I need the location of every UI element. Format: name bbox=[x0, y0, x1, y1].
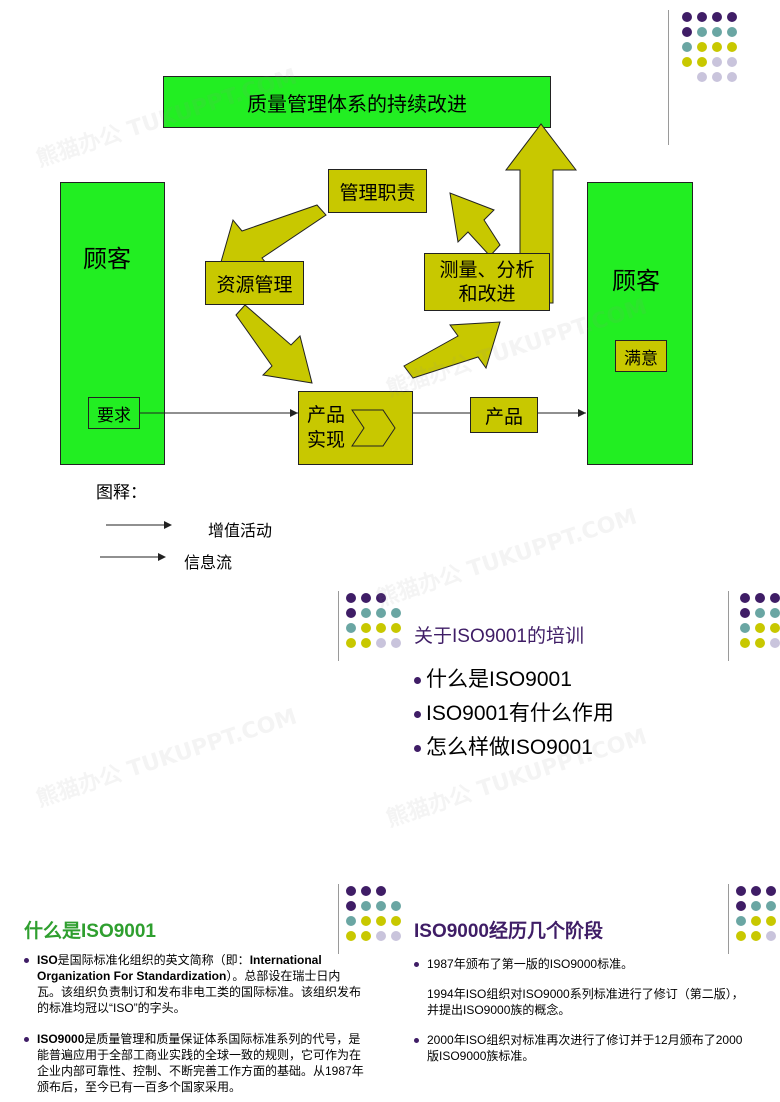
bullet-icon bbox=[414, 1038, 419, 1043]
legend-info-label: 信息流 bbox=[184, 553, 233, 572]
bullet-icon bbox=[24, 1037, 29, 1042]
paragraph: ISO是国际标准化组织的英文简称（即：International Organiz… bbox=[24, 952, 364, 1016]
decor-dots-mid-right bbox=[740, 593, 780, 648]
customer-left-label: 顾客 bbox=[83, 245, 131, 273]
decor-line-bottom-left bbox=[338, 884, 339, 954]
stages-title: ISO9000经历几个阶段 bbox=[414, 921, 603, 942]
decor-dots-top bbox=[682, 12, 737, 82]
product-label: 产品 bbox=[484, 405, 523, 428]
training-title: 关于ISO9001的培训 bbox=[414, 626, 584, 647]
resource-box: 资源管理 bbox=[205, 261, 304, 305]
resource-label: 资源管理 bbox=[216, 273, 293, 296]
customer-right-label: 顾客 bbox=[612, 267, 660, 295]
decor-dots-bottom-left bbox=[346, 886, 401, 941]
paragraph: 2000年ISO组织对标准再次进行了修订并于12月颁布了2000版ISO9000… bbox=[414, 1032, 750, 1064]
arrow-to-measure-icon bbox=[403, 321, 501, 379]
decor-dots-mid-left bbox=[346, 593, 401, 648]
requirement-box: 要求 bbox=[88, 397, 140, 429]
realization-label-2: 实现 bbox=[307, 429, 346, 451]
measure-label-1: 测量、分析 bbox=[439, 259, 535, 281]
management-label: 管理职责 bbox=[339, 181, 416, 204]
arrow-to-resource-icon bbox=[220, 204, 327, 269]
management-box: 管理职责 bbox=[328, 169, 427, 213]
decor-line-mid-right bbox=[728, 591, 729, 661]
training-list: 什么是ISO9001 ISO9001有什么作用 怎么样做ISO9001 bbox=[414, 663, 614, 765]
legend-title: 图释： bbox=[96, 483, 147, 503]
legend-value-label: 增值活动 bbox=[208, 521, 273, 540]
decor-dots-bottom-right bbox=[736, 886, 776, 941]
list-item: 怎么样做ISO9001 bbox=[414, 731, 614, 765]
arrow-to-management-icon bbox=[449, 192, 501, 257]
decor-line-bottom-right bbox=[728, 884, 729, 954]
what-is-body: ISO是国际标准化组织的英文简称（即：International Organiz… bbox=[24, 952, 364, 1095]
measure-box: 测量、分析 和改进 bbox=[424, 253, 550, 311]
product-box: 产品 bbox=[470, 397, 538, 433]
slide-stages: ISO9000经历几个阶段 1987年颁布了第一版的ISO9000标准。 199… bbox=[390, 878, 780, 1102]
decor-line-top bbox=[668, 10, 669, 145]
realization-label-1: 产品 bbox=[307, 404, 346, 426]
legend-info-arrow-icon bbox=[100, 553, 166, 561]
satisfaction-box: 满意 bbox=[615, 340, 667, 372]
decor-line-mid-left bbox=[338, 591, 339, 661]
list-item: 什么是ISO9001 bbox=[414, 663, 614, 697]
bullet-icon bbox=[414, 676, 421, 684]
slide-diagram: 质量管理体系的持续改进 顾客 要求 顾客 满意 管理职责 bbox=[60, 10, 737, 572]
diagram-title-box: 质量管理体系的持续改进 bbox=[163, 76, 551, 128]
list-item: ISO9001有什么作用 bbox=[414, 697, 614, 731]
slide-training: 关于ISO9001的培训 什么是ISO9001 ISO9001有什么作用 怎么样… bbox=[0, 585, 780, 875]
legend-value-arrow-icon bbox=[106, 521, 172, 529]
bullet-icon bbox=[414, 962, 419, 967]
satisfaction-label: 满意 bbox=[624, 348, 658, 369]
bullet-icon bbox=[24, 958, 29, 963]
process-arrows bbox=[140, 123, 586, 417]
measure-label-2: 和改进 bbox=[458, 283, 516, 305]
paragraph: 1994年ISO组织对ISO9000系列标准进行了修订（第二版），并提出ISO9… bbox=[427, 987, 744, 1017]
bullet-icon bbox=[414, 744, 421, 752]
arrow-to-realize-icon bbox=[235, 304, 313, 384]
stages-body: 1987年颁布了第一版的ISO9000标准。 1994年ISO组织对ISO900… bbox=[414, 956, 750, 1064]
requirement-label: 要求 bbox=[97, 405, 131, 426]
bullet-icon bbox=[414, 710, 421, 718]
customer-right-box: 顾客 bbox=[587, 182, 693, 465]
diagram-title: 质量管理体系的持续改进 bbox=[247, 91, 467, 116]
slide-what-is: 什么是ISO9001 ISO是国际标准化组织的英文简称（即：Internatio… bbox=[0, 878, 401, 1102]
realization-box: 产品 实现 bbox=[298, 391, 413, 465]
what-is-title: 什么是ISO9001 bbox=[24, 921, 156, 942]
paragraph: 1987年颁布了第一版的ISO9000标准。 bbox=[414, 956, 750, 972]
paragraph: ISO9000是质量管理和质量保证体系国际标准系列的代号，是能普遍应用于全部工商… bbox=[24, 1031, 364, 1095]
chevron-right-icon bbox=[351, 409, 396, 447]
